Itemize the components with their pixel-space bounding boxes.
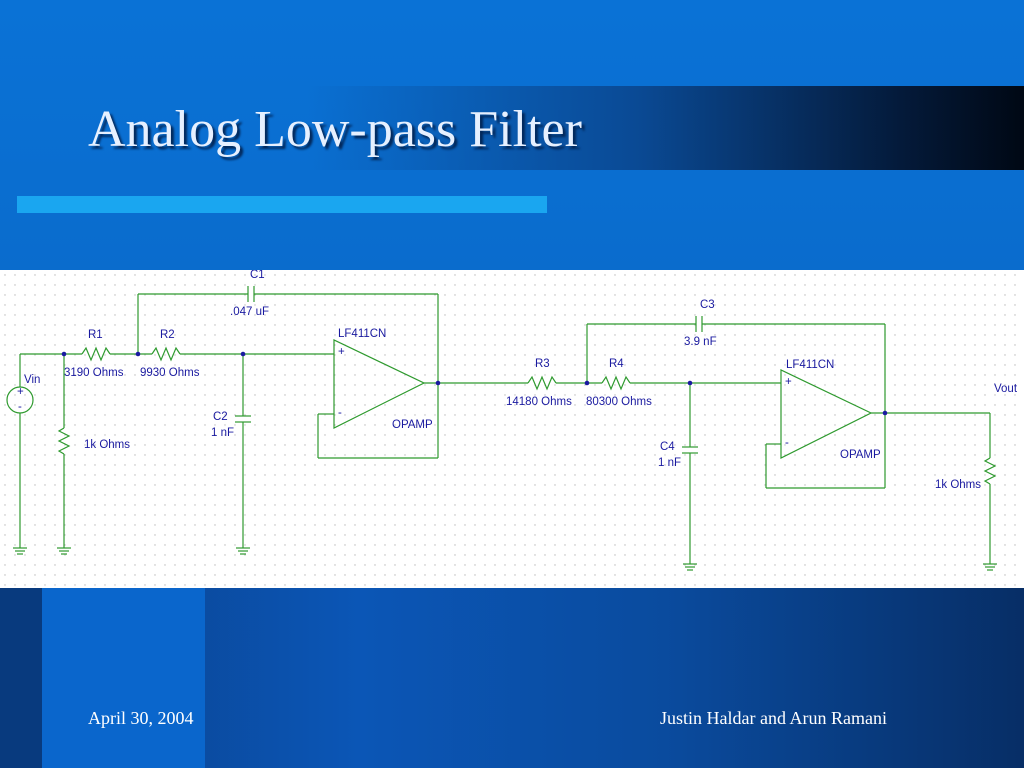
grid-background xyxy=(0,270,1024,588)
junction-dot xyxy=(240,351,246,357)
bottom-accent-column xyxy=(42,588,205,768)
opamp2-name: LF411CN xyxy=(786,359,834,371)
resistor-r4 xyxy=(601,375,631,391)
circuit-schematic: + - Vin 1k Ohms R1 3190 Ohms R2 9930 Ohm… xyxy=(0,269,1024,588)
opamp1-type: OPAMP xyxy=(392,419,433,431)
c2-name: C2 xyxy=(213,411,228,423)
r1-name: R1 xyxy=(88,329,103,341)
bottom-left-block xyxy=(0,588,42,768)
junction-dot xyxy=(882,410,888,416)
junction-dot xyxy=(584,380,590,386)
r2-value: 9930 Ohms xyxy=(140,367,200,379)
r4-value: 80300 Ohms xyxy=(586,396,652,408)
c1-name: C1 xyxy=(250,270,265,281)
junction-dot xyxy=(687,380,693,386)
resistor-r1 xyxy=(81,346,111,362)
ground-symbol xyxy=(13,547,27,555)
ground-symbol xyxy=(683,563,697,571)
opamp-1-triangle xyxy=(333,339,426,429)
r1-value: 3190 Ohms xyxy=(64,367,124,379)
r4-name: R4 xyxy=(609,358,624,370)
title-band xyxy=(0,86,1024,170)
ground-symbol xyxy=(57,547,71,555)
c1-value: .047 uF xyxy=(230,306,269,318)
r3-name: R3 xyxy=(535,358,550,370)
accent-bar xyxy=(17,196,547,213)
footer-authors: Justin Haldar and Arun Ramani xyxy=(660,708,887,728)
r3-value: 14180 Ohms xyxy=(506,396,572,408)
c4-name: C4 xyxy=(660,441,675,453)
opamp1-minus: - xyxy=(338,407,342,419)
ground-symbol xyxy=(236,547,250,555)
footer-date: April 30, 2004 xyxy=(88,708,194,728)
r2-name: R2 xyxy=(160,329,175,341)
opamp2-plus: + xyxy=(785,376,792,388)
source-minus-sign: - xyxy=(18,401,22,413)
r-in-load-value: 1k Ohms xyxy=(84,439,130,451)
source-plus-sign: + xyxy=(17,386,24,398)
resistor-r3 xyxy=(527,375,557,391)
c3-value: 3.9 nF xyxy=(684,336,717,348)
resistor-1k-in xyxy=(57,427,71,455)
opamp1-name: LF411CN xyxy=(338,328,386,340)
opamp2-minus: - xyxy=(785,437,789,449)
vin-label: Vin xyxy=(24,374,40,386)
c4-value: 1 nF xyxy=(658,457,681,469)
junction-dot xyxy=(61,351,67,357)
opamp-2-triangle xyxy=(780,369,873,459)
c3-name: C3 xyxy=(700,299,715,311)
vout-label: Vout xyxy=(994,383,1018,395)
ground-symbol xyxy=(983,563,997,571)
schematic-svg: + - Vin 1k Ohms R1 3190 Ohms R2 9930 Ohm… xyxy=(0,269,1024,588)
junction-dot xyxy=(435,380,441,386)
c2-value: 1 nF xyxy=(211,427,234,439)
resistor-r2 xyxy=(151,346,181,362)
opamp2-type: OPAMP xyxy=(840,449,881,461)
slide-title: Analog Low-pass Filter xyxy=(88,101,582,158)
junction-dot xyxy=(135,351,141,357)
resistor-1k-out xyxy=(983,457,997,485)
r-load-value: 1k Ohms xyxy=(935,479,981,491)
opamp1-plus: + xyxy=(338,346,345,358)
